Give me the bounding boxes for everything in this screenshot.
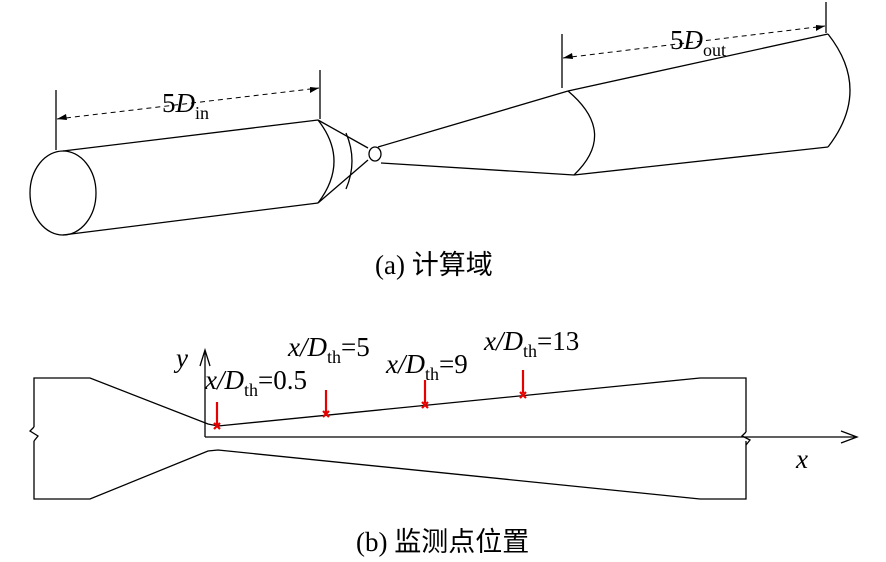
x-axis-label: x — [795, 444, 808, 474]
probe-x5 — [322, 390, 330, 418]
probe-x13 — [519, 370, 527, 399]
dim-in-label: 5Din — [162, 88, 209, 123]
inlet-seam-arc — [317, 119, 335, 204]
throat-ring — [368, 146, 382, 162]
diffuser-bottom-edge — [380, 162, 575, 176]
outlet-cylinder-top-edge — [567, 33, 829, 92]
y-axis-arrowhead — [199, 347, 211, 367]
nozzle-section-2d: x y x/Dth=0.5 x/Dth=5 x/Dth=9 — [28, 326, 859, 500]
outlet-cylinder-bottom-edge — [573, 146, 829, 176]
probe-label-x5: x/Dth=5 — [287, 332, 370, 367]
inlet-cylinder-bottom-edge — [62, 202, 319, 236]
converging-bottom-edge — [317, 159, 369, 204]
convergence-arc — [345, 132, 353, 190]
upper-wall — [33, 377, 747, 432]
inlet-face — [29, 150, 97, 236]
y-axis-label: y — [173, 343, 188, 373]
x-axis-arrowhead — [840, 430, 859, 444]
probe-label-x9: x/Dth=9 — [385, 349, 468, 384]
converging-top-edge — [317, 119, 369, 149]
probe-x0.5 — [213, 402, 221, 430]
dim-out-line — [562, 25, 826, 59]
dim-out-arrow-right — [816, 25, 825, 31]
probe-label-x0.5: x/Dth=0.5 — [204, 365, 307, 400]
dim-in-arrow-right — [310, 87, 319, 93]
dim-out-arrow-left — [563, 53, 573, 59]
inlet-cylinder-top-edge — [62, 119, 319, 152]
break-mark-right — [740, 431, 752, 446]
computational-domain-3d: 5Din 5Dout — [29, 2, 851, 236]
caption-a: (a) 计算域 — [375, 250, 493, 280]
caption-b: (b) 监测点位置 — [356, 527, 529, 557]
diffuser-seam-arc — [567, 90, 596, 176]
outlet-face — [827, 33, 851, 148]
dim-in-line — [56, 87, 320, 120]
lower-wall — [33, 441, 747, 500]
probe-x9 — [421, 380, 429, 409]
break-mark-left — [28, 426, 39, 442]
probe-label-x13: x/Dth=13 — [483, 326, 579, 361]
diffuser-top-edge — [377, 90, 569, 148]
dim-out-label: 5Dout — [670, 25, 726, 60]
dim-in-arrow-left — [57, 114, 67, 120]
